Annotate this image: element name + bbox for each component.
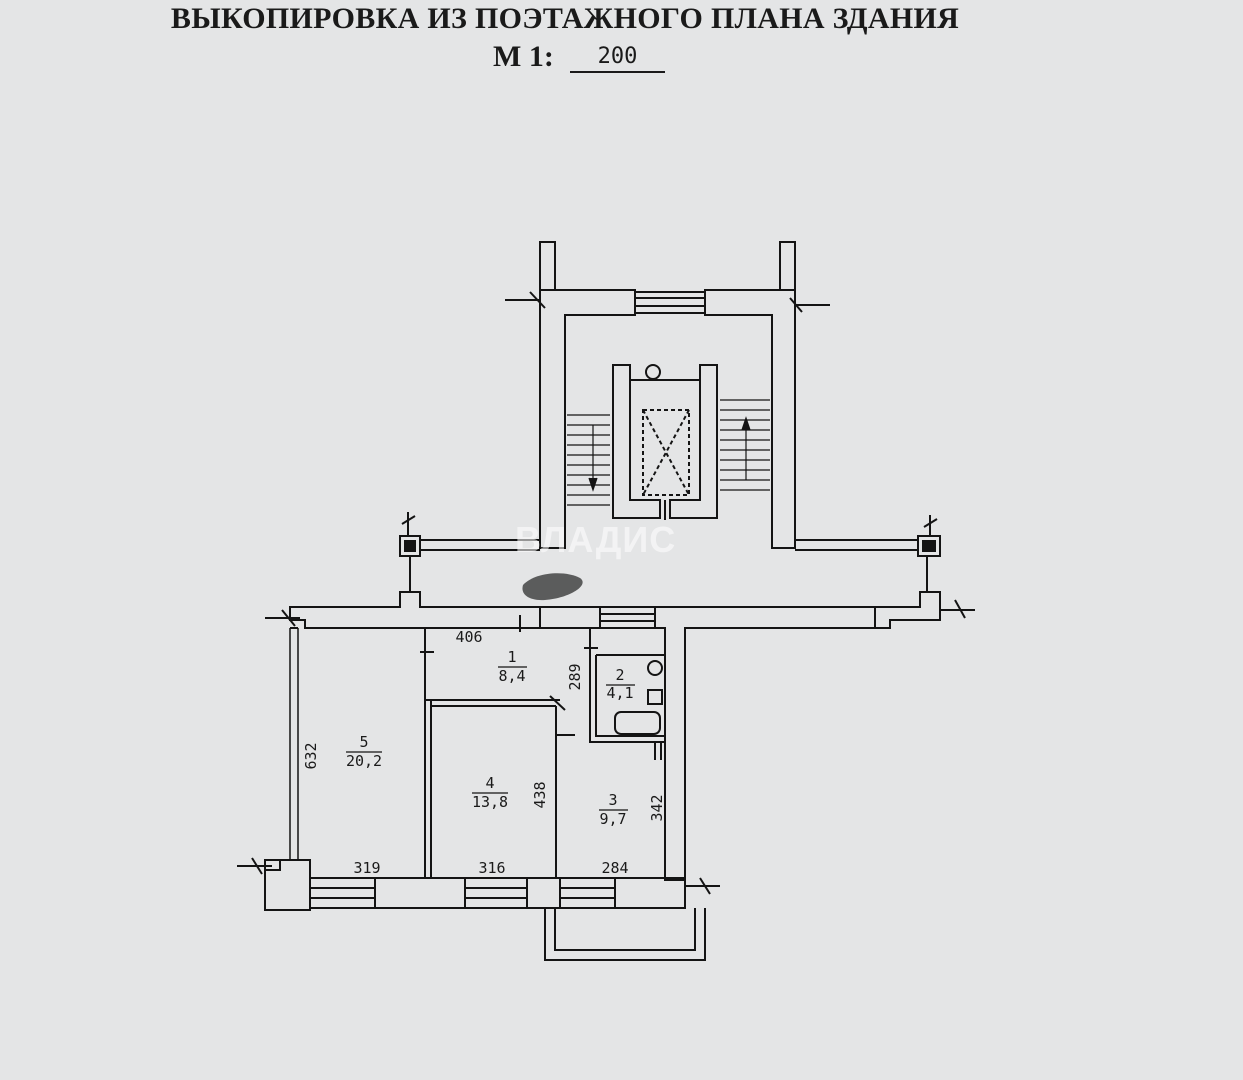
stair-top-wall-right xyxy=(704,289,796,549)
room-5-area: 20,2 xyxy=(346,752,382,770)
room-5-number: 5 xyxy=(359,733,368,751)
scale-value: 200 xyxy=(570,44,665,73)
bathroom-walls xyxy=(589,628,665,743)
room-4-number: 4 xyxy=(485,774,494,792)
dim-342: 342 xyxy=(648,794,666,821)
stair-top-wall xyxy=(539,289,636,549)
room-3-number: 3 xyxy=(608,791,617,809)
north-wall xyxy=(289,591,541,629)
scale-label: М 1: xyxy=(493,40,554,73)
elevator-button xyxy=(645,364,661,380)
dim-284: 284 xyxy=(601,859,628,877)
dim-406: 406 xyxy=(455,628,482,646)
room-1-area: 8,4 xyxy=(498,667,525,685)
room-3-area: 9,7 xyxy=(599,810,626,828)
bathtub xyxy=(614,711,661,735)
room-2-area: 4,1 xyxy=(606,684,633,702)
page-title: ВЫКОПИРОВКА ИЗ ПОЭТАЖНОГО ПЛАНА ЗДАНИЯ xyxy=(170,2,960,35)
dim-289: 289 xyxy=(566,663,584,690)
corridor-wall-left xyxy=(420,539,540,551)
stair-parapet-right xyxy=(779,241,796,290)
west-wall xyxy=(289,628,299,860)
watermark: ВЛАДИС xyxy=(515,519,677,560)
room-labels: 1 8,4 2 4,1 3 9,7 4 13,8 5 20,2 xyxy=(346,648,635,828)
sink xyxy=(647,660,663,676)
dim-438: 438 xyxy=(531,781,549,808)
south-window-2 xyxy=(464,877,528,909)
toilet xyxy=(647,689,663,705)
elevator-shaft xyxy=(612,364,661,519)
room-1-number: 1 xyxy=(507,648,516,666)
room-4-area: 13,8 xyxy=(472,793,508,811)
room-2-number: 2 xyxy=(615,666,624,684)
dim-319: 319 xyxy=(353,859,380,877)
stair-flight-left xyxy=(567,414,610,506)
dim-632: 632 xyxy=(302,742,320,769)
stairwell xyxy=(505,241,830,549)
balcony-door xyxy=(559,877,616,909)
stair-parapet-left xyxy=(539,241,556,290)
dim-316: 316 xyxy=(478,859,505,877)
partition-room5 xyxy=(424,628,432,878)
north-window xyxy=(599,606,656,629)
stair-flight-right xyxy=(720,399,770,491)
stair-window xyxy=(634,291,706,314)
ink-smudge xyxy=(522,573,583,601)
elevator-cabin xyxy=(642,409,690,496)
dimension-labels: 406 289 632 438 342 319 316 284 xyxy=(302,628,666,877)
balcony xyxy=(544,908,706,961)
south-window-1 xyxy=(309,877,376,909)
corridor-wall-right xyxy=(795,539,918,551)
